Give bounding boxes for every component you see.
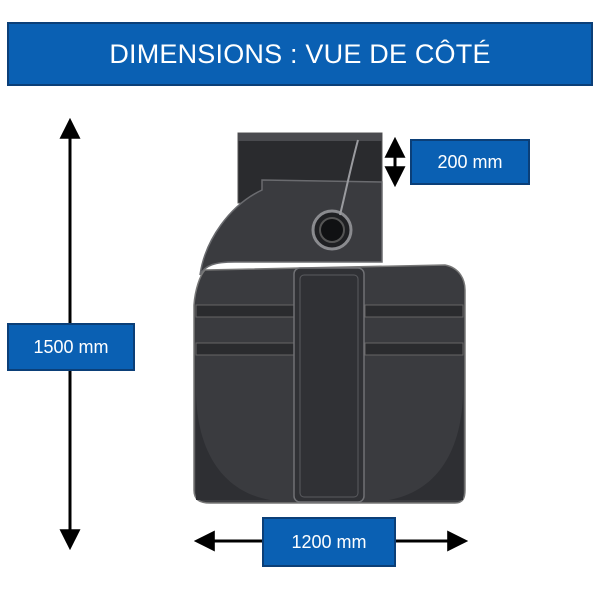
tank-center-channel [293,267,365,503]
tank-rib-lower [195,342,295,356]
tank-rib-upper [195,304,295,318]
total-height-label: 1500 mm [7,323,135,371]
tank-illustration [193,132,466,504]
tank-shoulder [199,179,383,276]
diagram-title: DIMENSIONS : VUE DE CÔTÉ [7,22,593,86]
total-width-label: 1200 mm [262,517,396,567]
neck-height-label: 200 mm [410,139,530,185]
